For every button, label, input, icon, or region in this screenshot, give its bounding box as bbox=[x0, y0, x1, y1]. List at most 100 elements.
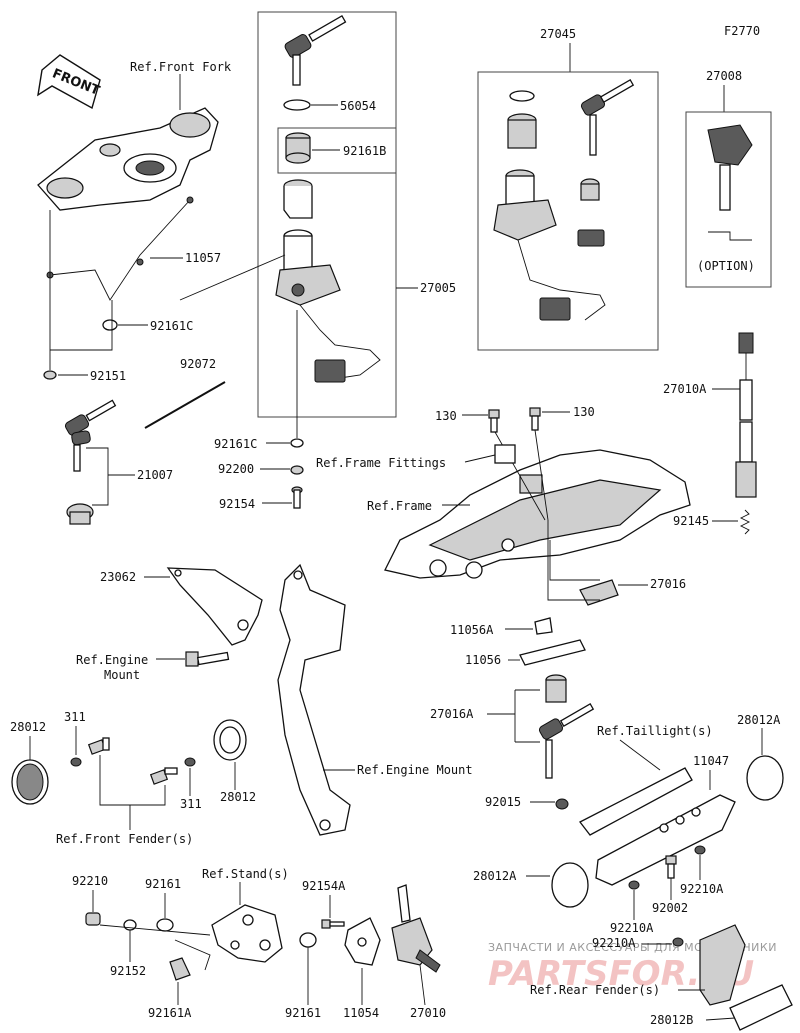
washer-92200 bbox=[290, 465, 304, 475]
figure-code: F2770 bbox=[724, 24, 760, 38]
label-28012b: 28012B bbox=[650, 1013, 693, 1027]
screw-92002 bbox=[665, 855, 677, 879]
nut-311-a bbox=[70, 757, 82, 767]
label-92161c-b: 92161C bbox=[214, 437, 257, 451]
label-27045: 27045 bbox=[540, 27, 576, 41]
reflector-28012-right bbox=[213, 719, 247, 761]
nut-92210a-b bbox=[628, 880, 640, 890]
label-28012a-b: 28012A bbox=[473, 869, 517, 883]
lead-27010a bbox=[735, 332, 757, 498]
washer-56054 bbox=[283, 99, 311, 111]
bracket-11057 bbox=[49, 199, 191, 301]
label-11056a: 11056A bbox=[450, 623, 494, 637]
washer-92161c bbox=[102, 319, 118, 331]
ignition-cylinder bbox=[275, 179, 381, 383]
label-92161-b: 92161 bbox=[285, 1006, 321, 1020]
label-92015: 92015 bbox=[485, 795, 521, 809]
label-ref-front-fork: Ref.Front Fork bbox=[130, 60, 232, 74]
label-21007: 21007 bbox=[137, 468, 173, 482]
bolt-92151 bbox=[43, 370, 57, 380]
bolt-engine-mount bbox=[185, 651, 230, 667]
box-27008 bbox=[685, 111, 772, 288]
bushing-92161b bbox=[285, 132, 311, 164]
label-ref-front-fender: Ref.Front Fender(s) bbox=[56, 832, 193, 846]
label-311-a: 311 bbox=[64, 710, 86, 724]
switch-27010 bbox=[391, 884, 441, 973]
collar-92161a bbox=[169, 957, 191, 981]
label-ref-frame: Ref.Frame bbox=[367, 499, 432, 513]
bracket-23062 bbox=[166, 567, 263, 646]
ignition-set-27045 bbox=[493, 79, 635, 321]
label-92210: 92210 bbox=[72, 874, 108, 888]
label-28012-b: 28012 bbox=[220, 790, 256, 804]
label-28012-a: 28012 bbox=[10, 720, 46, 734]
nut-311-b bbox=[184, 757, 196, 767]
label-ref-stand: Ref.Stand(s) bbox=[202, 867, 289, 881]
label-27008: 27008 bbox=[706, 69, 742, 83]
label-92210a-b: 92210A bbox=[610, 921, 654, 935]
bracket-taillight bbox=[579, 767, 693, 836]
spring-92145 bbox=[739, 509, 751, 535]
label-92210a-c: 92210A bbox=[592, 936, 636, 950]
label-92152: 92152 bbox=[110, 964, 146, 978]
stud-rear bbox=[149, 767, 178, 785]
label-92161c-a: 92161C bbox=[150, 319, 193, 333]
ignition-key-21007 bbox=[64, 399, 117, 525]
bracket-11047 bbox=[595, 794, 736, 886]
bracket-frame-fitting bbox=[494, 444, 516, 464]
label-92200: 92200 bbox=[218, 462, 254, 476]
label-92210a-a: 92210A bbox=[680, 882, 724, 896]
label-ref-engine-a: Ref.Engine bbox=[76, 653, 148, 667]
upper-triple-clamp bbox=[37, 107, 219, 211]
nut-92015 bbox=[555, 798, 569, 810]
screw-92154 bbox=[291, 486, 303, 509]
label-ref-frame-fittings: Ref.Frame Fittings bbox=[316, 456, 446, 470]
label-311-b: 311 bbox=[180, 797, 202, 811]
bracket-11056a bbox=[534, 617, 553, 635]
label-92161: 92161 bbox=[145, 877, 181, 891]
label-27005: 27005 bbox=[420, 281, 456, 295]
label-ref-engine-mount: Ref.Engine Mount bbox=[357, 763, 473, 777]
label-130-b: 130 bbox=[573, 405, 595, 419]
bracket-27016 bbox=[579, 579, 619, 606]
label-28012a-a: 28012A bbox=[737, 713, 781, 727]
label-11047: 11047 bbox=[693, 754, 729, 768]
option-label: (OPTION) bbox=[697, 259, 755, 273]
label-92154a: 92154A bbox=[302, 879, 346, 893]
washer-92161-b bbox=[299, 932, 317, 948]
label-27010: 27010 bbox=[410, 1006, 446, 1020]
label-27016a: 27016A bbox=[430, 707, 474, 721]
collar-92210 bbox=[85, 912, 101, 926]
label-ref-taillight: Ref.Taillight(s) bbox=[597, 724, 713, 738]
reflector-28012b bbox=[729, 984, 793, 1031]
stud-front bbox=[87, 737, 110, 755]
nut-92210a-c bbox=[672, 937, 684, 947]
label-92161b: 92161B bbox=[343, 144, 386, 158]
label-130-a: 130 bbox=[435, 409, 457, 423]
key-blank-27008 bbox=[707, 124, 753, 241]
label-92002: 92002 bbox=[652, 901, 688, 915]
box-27005 bbox=[257, 11, 397, 418]
box-92161b bbox=[277, 127, 397, 174]
label-56054: 56054 bbox=[340, 99, 376, 113]
label-ref-engine-b: Mount bbox=[104, 668, 140, 682]
cable-tie-92072 bbox=[144, 381, 226, 429]
bolt-130-b bbox=[529, 407, 541, 431]
label-11056: 11056 bbox=[465, 653, 501, 667]
label-27010a: 27010A bbox=[663, 382, 707, 396]
label-92161a: 92161A bbox=[148, 1006, 192, 1020]
box-27045 bbox=[477, 71, 659, 351]
reflector-28012a-left bbox=[551, 862, 589, 908]
key-set-top bbox=[284, 15, 347, 86]
label-92154: 92154 bbox=[219, 497, 255, 511]
label-11054: 11054 bbox=[343, 1006, 379, 1020]
label-92145: 92145 bbox=[673, 514, 709, 528]
stand-bracket bbox=[211, 904, 283, 963]
bracket-11056 bbox=[519, 639, 586, 666]
label-27016: 27016 bbox=[650, 577, 686, 591]
label-11057: 11057 bbox=[185, 251, 221, 265]
reflector-28012a-right bbox=[746, 755, 784, 801]
bracket-ref-engine-mount bbox=[277, 563, 351, 836]
